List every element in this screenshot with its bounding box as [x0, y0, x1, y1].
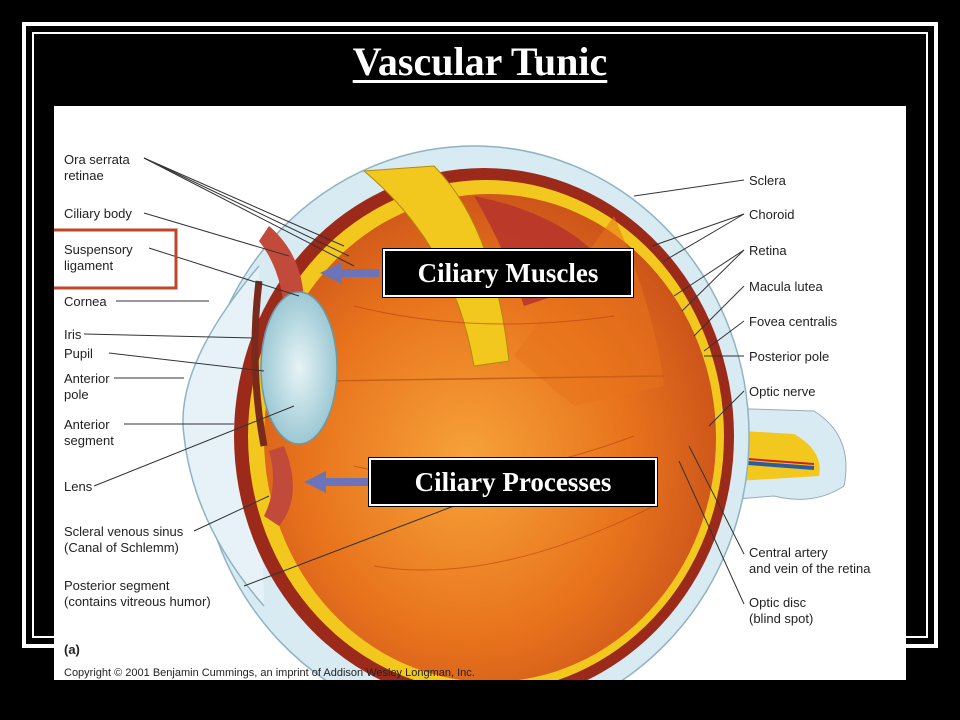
label-cornea: Cornea: [64, 294, 107, 309]
callout-ciliary-muscles: Ciliary Muscles: [382, 248, 634, 298]
callout-ciliary-processes: Ciliary Processes: [368, 457, 658, 507]
label-choroid: Choroid: [749, 207, 795, 222]
label-optic-disc: Optic disc(blind spot): [749, 595, 814, 626]
label-lens: Lens: [64, 479, 93, 494]
highlight-box: [54, 228, 178, 290]
label-optic-nerve: Optic nerve: [749, 384, 816, 399]
label-scleral-venous-sinus: Scleral venous sinus(Canal of Schlemm): [64, 524, 184, 555]
label-ciliary-body: Ciliary body: [64, 206, 132, 221]
label-macula-lutea: Macula lutea: [749, 279, 823, 294]
figure-letter: (a): [64, 642, 80, 657]
iris: [251, 280, 268, 447]
slide-title: Vascular Tunic: [352, 39, 608, 84]
label-fovea-centralis: Fovea centralis: [749, 314, 838, 329]
cornea: [182, 265, 265, 607]
ciliary-body-lower: [264, 446, 293, 526]
label-retina: Retina: [749, 243, 787, 258]
cutaway-retina-flap: [362, 165, 510, 367]
label-sclera: Sclera: [749, 173, 786, 188]
callout-arrow-lower: [304, 471, 370, 493]
label-posterior-segment: Posterior segment(contains vitreous humo…: [64, 578, 211, 609]
copyright-notice: Copyright © 2001 Benjamin Cummings, an i…: [64, 667, 475, 679]
section-plane: [323, 375, 665, 382]
ciliary-body-upper: [259, 226, 304, 306]
lens: [260, 291, 338, 445]
label-posterior-pole: Posterior pole: [749, 349, 830, 364]
left-leader-lines: [83, 157, 455, 587]
label-pupil: Pupil: [64, 346, 93, 361]
right-leader-lines: [633, 179, 745, 605]
label-iris: Iris: [64, 327, 82, 342]
callout-arrow-upper: [320, 262, 379, 284]
